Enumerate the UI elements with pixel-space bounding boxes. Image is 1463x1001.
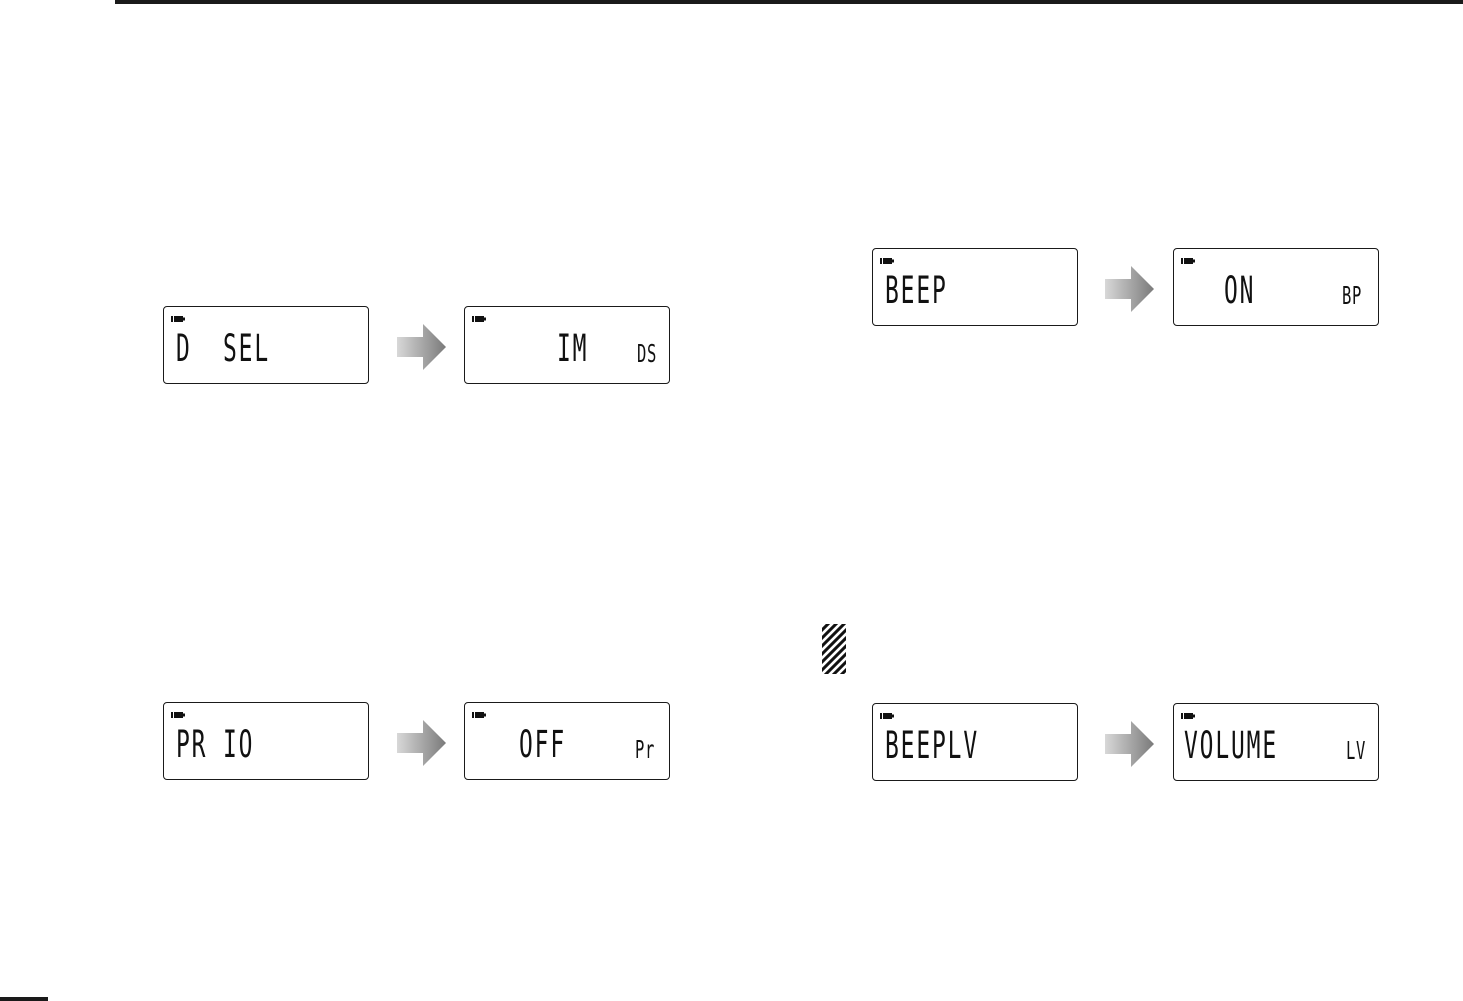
lcd-main-text: OFF (519, 725, 566, 765)
lcd-main-text: BEEP (885, 271, 948, 311)
lcd-main-text: ON (1224, 271, 1255, 311)
battery-icon (171, 316, 185, 322)
lcd-main-text: BEEPLV (885, 726, 979, 766)
lcd-main-text: D SEL (176, 329, 270, 369)
arrow-right-icon (1105, 264, 1155, 314)
lcd-main-text: VOLUME (1184, 726, 1278, 766)
battery-icon (1181, 713, 1195, 719)
lcd-display-dial-select-item: D SEL (163, 306, 369, 384)
battery-icon (472, 712, 486, 718)
lcd-sub-text: DS (637, 341, 657, 367)
lcd-sub-text: LV (1346, 738, 1366, 764)
lcd-sub-text: BP (1342, 283, 1362, 309)
lcd-display-dial-select-value: IM DS (464, 306, 670, 384)
lcd-display-priority-item: PR IO (163, 702, 369, 780)
lcd-display-beep-level-value: VOLUME LV (1173, 703, 1379, 781)
lcd-main-text: IM (557, 329, 588, 369)
battery-icon (472, 316, 486, 322)
hatched-note-icon (822, 624, 846, 674)
arrow-right-icon (1105, 719, 1155, 769)
battery-icon (880, 713, 894, 719)
battery-icon (1181, 258, 1195, 264)
lcd-display-priority-value: OFF Pr (464, 702, 670, 780)
arrow-right-icon (397, 718, 447, 768)
arrow-right-icon (397, 322, 447, 372)
top-rule (115, 0, 1463, 4)
lcd-display-beep-value: ON BP (1173, 248, 1379, 326)
lcd-display-beep-item: BEEP (872, 248, 1078, 326)
lcd-main-text: PR IO (176, 725, 254, 765)
lcd-sub-text: Pr (635, 737, 655, 763)
battery-icon (880, 258, 894, 264)
battery-icon (171, 712, 185, 718)
page-number-rule (0, 997, 48, 1001)
lcd-display-beep-level-item: BEEPLV (872, 703, 1078, 781)
